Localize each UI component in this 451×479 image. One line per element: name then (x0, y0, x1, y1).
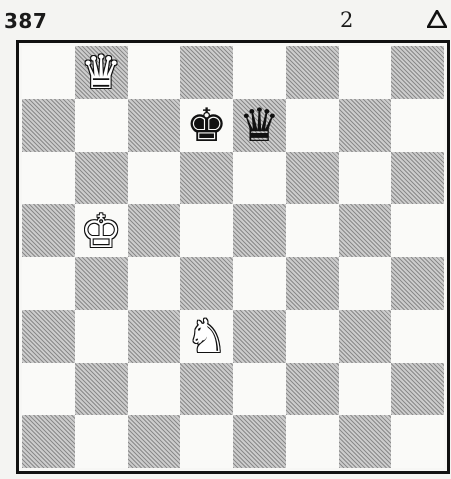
square-b4[interactable] (75, 257, 128, 310)
square-a3[interactable] (22, 310, 75, 363)
puzzle-header: 387 2 (0, 0, 451, 38)
white-queen-piece[interactable]: ♛ (81, 49, 122, 95)
white-knight-piece[interactable]: ♞ (186, 313, 227, 359)
square-a1[interactable] (22, 415, 75, 468)
problem-number: 387 (4, 9, 47, 33)
square-h5[interactable] (391, 204, 444, 257)
square-d7[interactable]: ♚ (180, 99, 233, 152)
square-h1[interactable] (391, 415, 444, 468)
square-b6[interactable] (75, 152, 128, 205)
square-b8[interactable]: ♛ (75, 46, 128, 99)
black-king-piece[interactable]: ♚ (186, 102, 227, 148)
square-g2[interactable] (339, 363, 392, 416)
square-b7[interactable] (75, 99, 128, 152)
square-f4[interactable] (286, 257, 339, 310)
square-g7[interactable] (339, 99, 392, 152)
white-king-piece[interactable]: ♚ (81, 208, 122, 254)
square-g1[interactable] (339, 415, 392, 468)
square-c8[interactable] (128, 46, 181, 99)
square-f2[interactable] (286, 363, 339, 416)
square-h7[interactable] (391, 99, 444, 152)
square-d2[interactable] (180, 363, 233, 416)
square-h2[interactable] (391, 363, 444, 416)
square-e7[interactable]: ♛ (233, 99, 286, 152)
square-h6[interactable] (391, 152, 444, 205)
board-grid: ♛ ♚ ♛ ♚ ♞ (22, 46, 444, 468)
square-d6[interactable] (180, 152, 233, 205)
square-f1[interactable] (286, 415, 339, 468)
square-a5[interactable] (22, 204, 75, 257)
square-e2[interactable] (233, 363, 286, 416)
black-queen-piece[interactable]: ♛ (239, 102, 280, 148)
square-d3[interactable]: ♞ (180, 310, 233, 363)
square-c1[interactable] (128, 415, 181, 468)
square-f8[interactable] (286, 46, 339, 99)
square-f6[interactable] (286, 152, 339, 205)
square-g8[interactable] (339, 46, 392, 99)
square-g5[interactable] (339, 204, 392, 257)
square-g3[interactable] (339, 310, 392, 363)
square-a8[interactable] (22, 46, 75, 99)
mate-in-moves: 2 (340, 8, 353, 32)
square-b5[interactable]: ♚ (75, 204, 128, 257)
square-c6[interactable] (128, 152, 181, 205)
square-c2[interactable] (128, 363, 181, 416)
square-e8[interactable] (233, 46, 286, 99)
chess-board: ♛ ♚ ♛ ♚ ♞ (16, 40, 450, 474)
square-d5[interactable] (180, 204, 233, 257)
square-c7[interactable] (128, 99, 181, 152)
triangle-icon (427, 10, 447, 28)
square-g4[interactable] (339, 257, 392, 310)
square-h3[interactable] (391, 310, 444, 363)
square-e3[interactable] (233, 310, 286, 363)
square-d8[interactable] (180, 46, 233, 99)
square-f7[interactable] (286, 99, 339, 152)
square-h4[interactable] (391, 257, 444, 310)
square-e5[interactable] (233, 204, 286, 257)
square-e4[interactable] (233, 257, 286, 310)
square-a4[interactable] (22, 257, 75, 310)
square-c3[interactable] (128, 310, 181, 363)
square-b3[interactable] (75, 310, 128, 363)
square-e1[interactable] (233, 415, 286, 468)
square-c5[interactable] (128, 204, 181, 257)
square-a7[interactable] (22, 99, 75, 152)
square-h8[interactable] (391, 46, 444, 99)
square-c4[interactable] (128, 257, 181, 310)
square-a6[interactable] (22, 152, 75, 205)
square-b2[interactable] (75, 363, 128, 416)
square-f5[interactable] (286, 204, 339, 257)
square-d4[interactable] (180, 257, 233, 310)
square-f3[interactable] (286, 310, 339, 363)
square-g6[interactable] (339, 152, 392, 205)
square-d1[interactable] (180, 415, 233, 468)
square-b1[interactable] (75, 415, 128, 468)
square-a2[interactable] (22, 363, 75, 416)
square-e6[interactable] (233, 152, 286, 205)
